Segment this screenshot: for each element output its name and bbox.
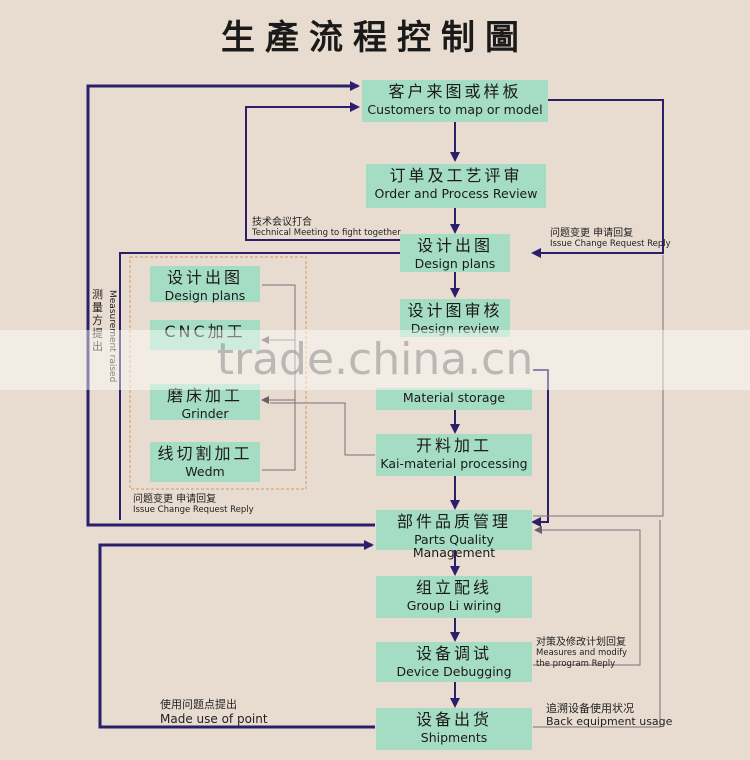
step-kai-cn: 开料加工 — [415, 436, 492, 455]
step-kai: 开料加工 Kai-material processing — [376, 434, 532, 476]
note-issue-right: 问题变更 申请回复 Issue Change Request Reply — [550, 228, 671, 250]
sub-cnc: CNC加工 — [150, 320, 260, 350]
sub-grinder-en: Grinder — [181, 405, 229, 421]
step-design-en: Design plans — [414, 255, 496, 271]
step-ship: 设备出货 Shipments — [376, 708, 532, 750]
step-debug: 设备调试 Device Debugging — [376, 642, 532, 682]
note-issue-right-cn: 问题变更 申请回复 — [550, 228, 634, 239]
step-material: Material storage — [376, 388, 532, 410]
step-ship-en: Shipments — [420, 729, 488, 745]
step-group-cn: 组立配线 — [415, 578, 492, 597]
step-group: 组立配线 Group Li wiring — [376, 576, 532, 618]
sub-design-cn: 设计出图 — [166, 268, 243, 287]
step-customers: 客户来图或样板 Customers to map or model — [362, 80, 548, 122]
note-tech-en: Technical Meeting to fight together — [252, 228, 401, 238]
page-title: 生產流程控制圖 — [221, 18, 529, 58]
note-measures-cn: 对策及修改计划回复 — [536, 637, 626, 648]
watermark: trade.china.cn — [0, 330, 750, 390]
step-order: 订单及工艺评审 Order and Process Review — [366, 164, 546, 208]
note-measures-en2: the program Reply — [536, 659, 616, 669]
step-order-en: Order and Process Review — [374, 185, 538, 201]
step-design: 设计出图 Design plans — [400, 234, 510, 272]
sub-grinder: 磨床加工 Grinder — [150, 384, 260, 420]
step-design-review-en: Design review — [410, 320, 500, 336]
step-design-cn: 设计出图 — [416, 236, 493, 255]
note-issue-left-en: Issue Change Request Reply — [133, 505, 254, 515]
step-group-en: Group Li wiring — [406, 597, 502, 613]
note-measures-en1: Measures and modify — [536, 648, 628, 658]
note-tech: 技术会议打合 Technical Meeting to fight togeth… — [252, 217, 401, 239]
step-ship-cn: 设备出货 — [415, 710, 492, 729]
note-back-en: Back equipment usage — [546, 715, 673, 728]
step-parts: 部件品质管理 Parts Quality Management — [376, 510, 532, 559]
note-issue-left-cn: 问题变更 申请回复 — [133, 494, 217, 505]
note-vertical-en: Measurement raised — [107, 290, 117, 383]
step-kai-en: Kai-material processing — [380, 455, 528, 471]
note-back: 追溯设备使用状况 Back equipment usage — [546, 702, 672, 728]
sub-grinder-cn: 磨床加工 — [166, 386, 243, 405]
step-debug-cn: 设备调试 — [415, 644, 492, 663]
sub-design-en: Design plans — [164, 287, 246, 303]
sub-wedm: 线切割加工 Wedm — [150, 442, 260, 482]
sub-wedm-cn: 线切割加工 — [157, 444, 253, 463]
sub-cnc-cn: CNC加工 — [164, 322, 246, 341]
note-measures: 对策及修改计划回复 Measures and modify the progra… — [536, 637, 627, 670]
step-material-en: Material storage — [402, 390, 506, 405]
note-vertical-cn: 测量方提出 — [92, 288, 103, 353]
sub-wedm-en: Wedm — [185, 463, 225, 479]
step-customers-cn: 客户来图或样板 — [388, 82, 522, 101]
sub-design: 设计出图 Design plans — [150, 266, 260, 302]
note-back-cn: 追溯设备使用状况 — [546, 702, 634, 715]
step-parts-en: Parts Quality Management — [412, 531, 496, 560]
note-tech-cn: 技术会议打合 — [252, 217, 312, 228]
step-design-review-cn: 设计图审核 — [407, 301, 503, 320]
note-issue-left: 问题变更 申请回复 Issue Change Request Reply — [133, 494, 254, 516]
step-parts-cn: 部件品质管理 — [396, 512, 511, 531]
note-issue-right-en: Issue Change Request Reply — [550, 239, 671, 249]
step-debug-en: Device Debugging — [396, 663, 512, 679]
step-design-review: 设计图审核 Design review — [400, 299, 510, 337]
note-made-en: Made use of point — [160, 712, 268, 726]
step-order-cn: 订单及工艺评审 — [389, 166, 523, 185]
note-made-cn: 使用问题点提出 — [160, 698, 237, 711]
step-customers-en: Customers to map or model — [367, 101, 543, 117]
note-made: 使用问题点提出 Made use of point — [160, 698, 268, 727]
